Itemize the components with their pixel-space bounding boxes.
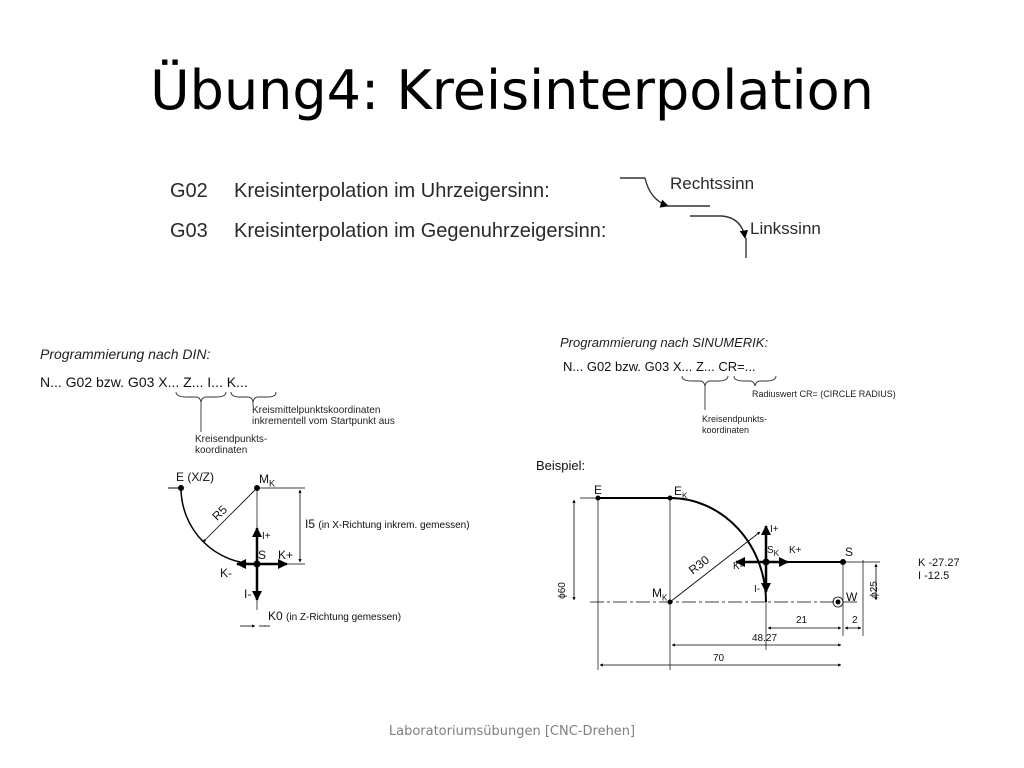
slide-footer: Laboratoriumsübungen [CNC-Drehen] (388, 724, 636, 739)
example-label-ek-sub: K (682, 491, 688, 501)
din-label-k0: K0 (in Z-Richtung gemessen) (268, 609, 401, 623)
g03-line: G03 Kreisinterpolation im Gegenuhrzeigers… (170, 220, 606, 243)
din-label-e: E (X/Z) (176, 470, 214, 484)
din-label-iplus: I+ (262, 531, 271, 542)
sinumerik-note-radius: Radiuswert CR= (CIRCLE RADIUS) (752, 389, 896, 399)
example-label-kminus: K- (733, 561, 743, 572)
g02-line: G02 Kreisinterpolation im Uhrzeigersinn: (170, 180, 550, 203)
din-label-mk: MK (259, 472, 275, 488)
din-i5-value: I5 (305, 517, 316, 531)
example-label-ek-main: E (674, 484, 683, 498)
sinumerik-note-end-line1: Kreisendpunkts- (702, 414, 768, 424)
example-dim-21: 21 (796, 615, 808, 626)
g03-text: Kreisinterpolation im Gegenuhrzeigersinn… (234, 220, 607, 242)
rechtssinn-symbol (620, 177, 710, 208)
din-label-kplus: K+ (278, 548, 294, 562)
example-label-mk: MK (652, 586, 667, 602)
example-label-w: W (846, 590, 858, 604)
example-label-e: E (594, 483, 603, 497)
din-k0-value: K0 (268, 609, 283, 623)
example-label-sk-main: S (767, 545, 774, 556)
din-label-kminus: K- (220, 566, 232, 580)
sinumerik-format: N... G02 bzw. G03 X... Z... CR=... (563, 359, 756, 374)
example-label-mk-main: M (652, 586, 662, 600)
sinumerik-title: Programmierung nach SINUMERIK: (560, 335, 769, 350)
example-label-iminus: I- (754, 584, 761, 595)
example-dim-48-27: 48.27 (752, 633, 778, 644)
example-title: Beispiel: (536, 458, 586, 473)
example-dim-phi60: ϕ60 (556, 582, 568, 599)
din-brackets (175, 391, 277, 432)
din-label-s: S (258, 548, 267, 562)
linkssinn-label: Linkssinn (750, 219, 821, 238)
din-note-center-line1: Kreismittelpunktskoordinaten (252, 405, 381, 416)
example-dim-phi25: ϕ25 (868, 581, 880, 598)
din-label-i5: I5 (in X-Richtung inkrem. gemessen) (305, 517, 470, 531)
din-note-end: Kreisendpunkts- koordinaten (195, 434, 267, 456)
din-label-mk-sub: K (269, 478, 276, 489)
example-result-i: I -12.5 (918, 570, 950, 582)
din-note-center: Kreismittelpunktskoordinaten inkrementel… (252, 405, 395, 427)
din-note-end-line2: koordinaten (195, 445, 248, 456)
example-label-ek: EK (674, 484, 687, 500)
din-title: Programmierung nach DIN: (40, 346, 211, 362)
g02-text: Kreisinterpolation im Uhrzeigersinn: (234, 180, 550, 202)
example-dim-70: 70 (713, 653, 725, 664)
example-label-iplus: I+ (770, 524, 779, 535)
din-label-iminus: I- (244, 587, 252, 601)
example-diagram (572, 495, 880, 670)
example-label-mk-sub: K (662, 593, 668, 603)
sinumerik-brackets (681, 375, 777, 410)
linkssinn-symbol (690, 215, 749, 258)
rechtssinn-label: Rechtssinn (670, 174, 755, 193)
din-diagram (168, 485, 305, 628)
din-note-center-line2: inkrementell vom Startpunkt aus (252, 416, 395, 427)
din-i5-note: (in X-Richtung inkrem. gemessen) (318, 520, 470, 531)
example-label-sk-sub: K (773, 549, 780, 558)
din-format: N... G02 bzw. G03 X... Z... I... K... (40, 374, 248, 390)
example-result-k: K -27.27 (918, 557, 960, 569)
example-dim-2: 2 (852, 615, 858, 626)
din-note-end-line1: Kreisendpunkts- (195, 434, 268, 445)
example-label-sk: SK (767, 545, 779, 558)
din-label-mk-main: M (259, 472, 269, 486)
g02-code: G02 (170, 180, 208, 202)
sinumerik-note-end-line2: koordinaten (702, 425, 750, 435)
example-label-kplus: K+ (789, 545, 802, 556)
slide-title: Übung4: Kreisinterpolation (150, 59, 874, 122)
g03-code: G03 (170, 220, 208, 242)
example-label-s: S (845, 545, 854, 559)
din-k0-note: (in Z-Richtung gemessen) (286, 612, 402, 623)
sinumerik-note-end: Kreisendpunkts- koordinaten (702, 414, 767, 436)
